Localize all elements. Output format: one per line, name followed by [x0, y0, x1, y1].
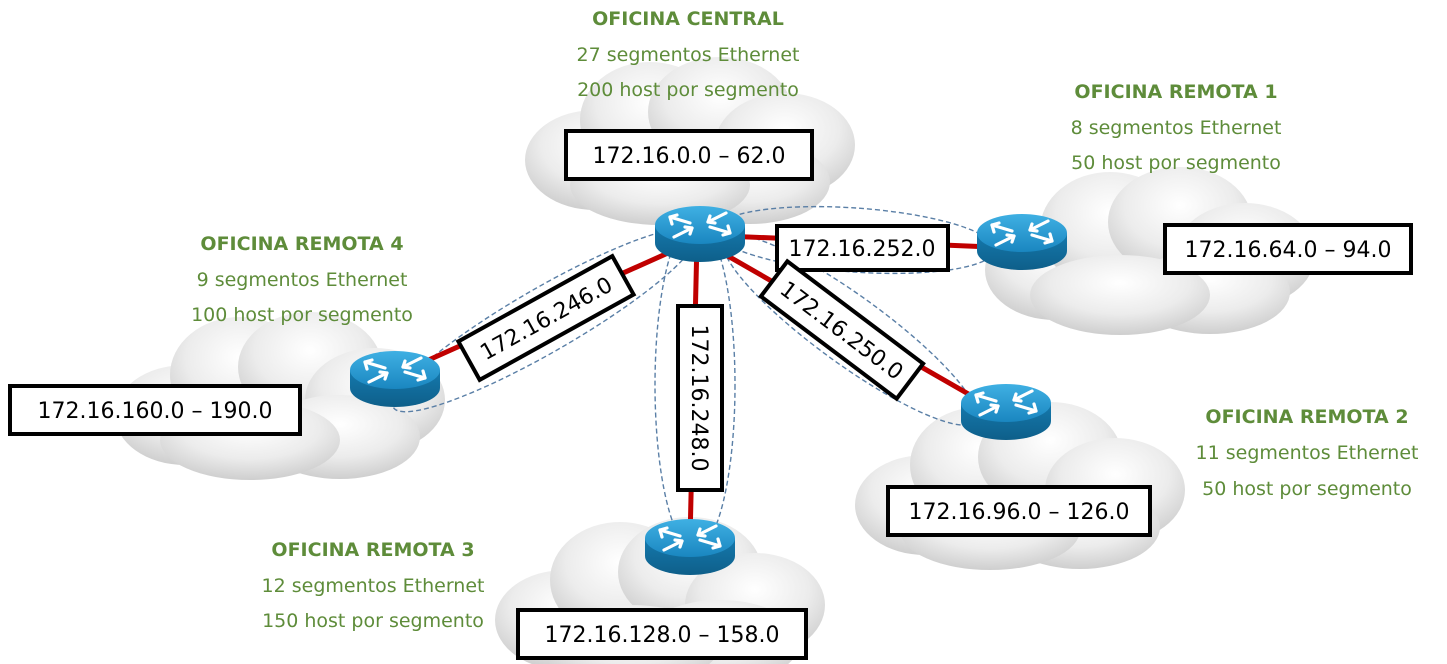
link-label-remote2-text: 172.16.250.0: [775, 277, 907, 385]
link-label-remote1: 172.16.252.0: [775, 224, 950, 272]
office-info-remote1: OFICINA REMOTA 1 8 segmentos Ethernet 50…: [1071, 81, 1282, 174]
router-icon-remote2: [959, 382, 1053, 442]
link-label-remote3: 172.16.248.0: [676, 304, 724, 492]
network-box-central: 172.16.0.0 – 62.0: [564, 129, 814, 181]
office-hosts-central: 200 host por segmento: [577, 79, 799, 101]
office-info-central: OFICINA CENTRAL 27 segmentos Ethernet 20…: [577, 8, 800, 101]
office-segments-remote1: 8 segmentos Ethernet: [1071, 117, 1282, 139]
office-segments-remote4: 9 segmentos Ethernet: [197, 269, 408, 291]
network-range-remote4: 172.16.160.0 – 190.0: [38, 399, 273, 424]
link-label-remote2: 172.16.250.0: [758, 258, 926, 402]
network-box-remote3: 172.16.128.0 – 158.0: [516, 608, 808, 660]
office-title-remote1: OFICINA REMOTA 1: [1074, 81, 1277, 103]
office-hosts-remote3: 150 host por segmento: [262, 610, 484, 632]
link-label-remote4: 172.16.246.0: [455, 253, 637, 383]
office-title-remote2: OFICINA REMOTA 2: [1205, 406, 1408, 428]
router-icon-remote1: [975, 212, 1069, 272]
office-title-remote3: OFICINA REMOTA 3: [271, 539, 474, 561]
office-info-remote4: OFICINA REMOTA 4 9 segmentos Ethernet 10…: [191, 233, 413, 326]
office-title-remote4: OFICINA REMOTA 4: [200, 233, 403, 255]
network-range-remote2: 172.16.96.0 – 126.0: [909, 500, 1130, 525]
network-box-remote1: 172.16.64.0 – 94.0: [1163, 223, 1413, 275]
office-info-remote2: OFICINA REMOTA 2 11 segmentos Ethernet 5…: [1196, 406, 1419, 500]
office-segments-remote2: 11 segmentos Ethernet: [1196, 442, 1419, 464]
network-range-remote1: 172.16.64.0 – 94.0: [1185, 238, 1392, 263]
network-box-remote2: 172.16.96.0 – 126.0: [886, 485, 1152, 537]
office-info-remote3: OFICINA REMOTA 3 12 segmentos Ethernet 1…: [262, 539, 485, 632]
office-hosts-remote2: 50 host por segmento: [1202, 478, 1412, 500]
office-title-central: OFICINA CENTRAL: [592, 8, 784, 30]
link-label-remote1-text: 172.16.252.0: [789, 237, 936, 262]
router-icon-central: [653, 204, 747, 264]
link-label-remote3-text: 172.16.248.0: [686, 325, 711, 472]
router-icon-remote3: [643, 517, 737, 577]
office-hosts-remote1: 50 host por segmento: [1071, 152, 1281, 174]
network-range-remote3: 172.16.128.0 – 158.0: [545, 623, 780, 648]
office-segments-remote3: 12 segmentos Ethernet: [262, 575, 485, 597]
network-range-central: 172.16.0.0 – 62.0: [593, 144, 786, 169]
router-icon-remote4: [348, 349, 442, 409]
office-segments-central: 27 segmentos Ethernet: [577, 44, 800, 66]
network-box-remote4: 172.16.160.0 – 190.0: [8, 384, 302, 436]
office-hosts-remote4: 100 host por segmento: [191, 304, 413, 326]
